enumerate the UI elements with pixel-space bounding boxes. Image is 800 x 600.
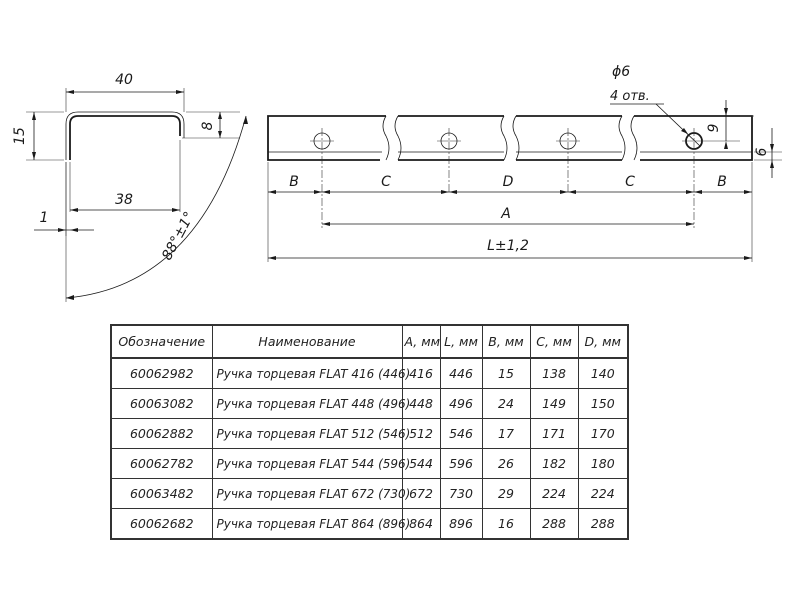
- cell-l: 546: [439, 418, 483, 449]
- handle-segment-2: [398, 115, 504, 161]
- cell-d: 170: [577, 418, 629, 449]
- cell-a: 864: [401, 508, 441, 540]
- cell-name: Ручка торцевая FLAT 864 (896): [211, 508, 410, 540]
- cell-designation: 60063482: [110, 478, 213, 509]
- table-header-row: Обозначение Наименование A, мм L, мм B, …: [110, 324, 629, 359]
- dim-width-label: 40: [115, 72, 133, 88]
- cell-designation: 60062882: [110, 418, 213, 449]
- cell-l: 496: [439, 388, 483, 419]
- cell-name: Ручка торцевая FLAT 512 (546): [211, 418, 410, 449]
- hole-leader: [655, 103, 701, 147]
- dim-c-right-label: C: [625, 174, 635, 190]
- cell-b: 15: [481, 357, 531, 389]
- dim-c-left-label: C: [381, 174, 391, 190]
- dim-b-right-label: B: [717, 174, 727, 190]
- hole-diameter-label: ϕ6: [612, 64, 630, 80]
- cell-c: 149: [529, 388, 579, 419]
- front-view: ϕ6 4 отв. 9 6: [267, 64, 782, 262]
- cell-b: 24: [481, 388, 531, 419]
- dim-a-label: A: [500, 206, 511, 222]
- header-d: D, мм: [577, 324, 629, 359]
- cell-c: 224: [529, 478, 579, 509]
- cell-c: 171: [529, 418, 579, 449]
- dim-d-label: D: [503, 174, 514, 190]
- cell-designation: 60062982: [110, 357, 213, 389]
- table-row: 60062782 Ручка торцевая FLAT 544 (596) 5…: [110, 448, 629, 479]
- dim-hole-offset-label: 9: [706, 123, 722, 132]
- cell-c: 138: [529, 357, 579, 389]
- header-b: B, мм: [481, 324, 531, 359]
- cell-l: 896: [439, 508, 483, 540]
- mounting-hole: [682, 128, 706, 228]
- cell-designation: 60062682: [110, 508, 213, 540]
- cell-d: 150: [577, 388, 629, 419]
- header-l: L, мм: [439, 324, 483, 359]
- cell-designation: 60063082: [110, 388, 213, 419]
- dim-lip-label: 8: [200, 121, 216, 130]
- cell-a: 672: [401, 478, 441, 509]
- table-row: 60062682 Ручка торцевая FLAT 864 (896) 8…: [110, 508, 629, 540]
- header-designation: Обозначение: [110, 324, 213, 359]
- handle-segment-4: [634, 115, 753, 161]
- dim-angle-label: 88°±1°: [159, 209, 198, 263]
- mounting-hole: [556, 128, 580, 194]
- cell-d: 224: [577, 478, 629, 509]
- dim-arc-angle: [65, 115, 247, 299]
- handle-segment-3: [516, 115, 622, 161]
- cell-d: 140: [577, 357, 629, 389]
- profile-inner-outline: [65, 111, 185, 160]
- hole-count-label: 4 отв.: [610, 89, 650, 104]
- mounting-hole: [437, 128, 461, 194]
- dim-height-label: 15: [12, 127, 28, 145]
- cell-b: 17: [481, 418, 531, 449]
- cell-b: 16: [481, 508, 531, 540]
- cell-l: 446: [439, 357, 483, 389]
- cell-l: 596: [439, 448, 483, 479]
- cell-name: Ручка торцевая FLAT 416 (446): [211, 357, 410, 389]
- specification-table: Обозначение Наименование A, мм L, мм B, …: [110, 324, 629, 540]
- cell-l: 730: [439, 478, 483, 509]
- header-a: A, мм: [401, 324, 441, 359]
- cell-name: Ручка торцевая FLAT 448 (496): [211, 388, 410, 419]
- cell-d: 288: [577, 508, 629, 540]
- mounting-hole: [310, 128, 334, 228]
- dim-inner-width-label: 38: [115, 192, 133, 208]
- table-row: 60062882 Ручка торцевая FLAT 512 (546) 5…: [110, 418, 629, 449]
- table-row: 60063082 Ручка торцевая FLAT 448 (496) 4…: [110, 388, 629, 419]
- dim-thickness-label: 1: [40, 210, 49, 226]
- cell-b: 29: [481, 478, 531, 509]
- header-name: Наименование: [211, 324, 403, 359]
- table-row: 60062982 Ручка торцевая FLAT 416 (446) 4…: [110, 357, 629, 389]
- cell-c: 288: [529, 508, 579, 540]
- header-c: C, мм: [529, 324, 579, 359]
- profile-outline: [69, 115, 181, 160]
- table-row: 60063482 Ручка торцевая FLAT 672 (730) 6…: [110, 478, 629, 509]
- cell-designation: 60062782: [110, 448, 213, 479]
- dim-l-label: L±1,2: [487, 238, 529, 254]
- cell-a: 416: [401, 357, 441, 389]
- cell-a: 544: [401, 448, 441, 479]
- cell-a: 448: [401, 388, 441, 419]
- profile-view: 40 15 8 38: [12, 72, 248, 302]
- cell-d: 180: [577, 448, 629, 479]
- cell-c: 182: [529, 448, 579, 479]
- handle-segment-1: [267, 115, 386, 161]
- dim-height-front-label: 6: [754, 147, 770, 156]
- cell-b: 26: [481, 448, 531, 479]
- cell-name: Ручка торцевая FLAT 672 (730): [211, 478, 410, 509]
- cell-name: Ручка торцевая FLAT 544 (596): [211, 448, 410, 479]
- dim-b-left-label: B: [289, 174, 299, 190]
